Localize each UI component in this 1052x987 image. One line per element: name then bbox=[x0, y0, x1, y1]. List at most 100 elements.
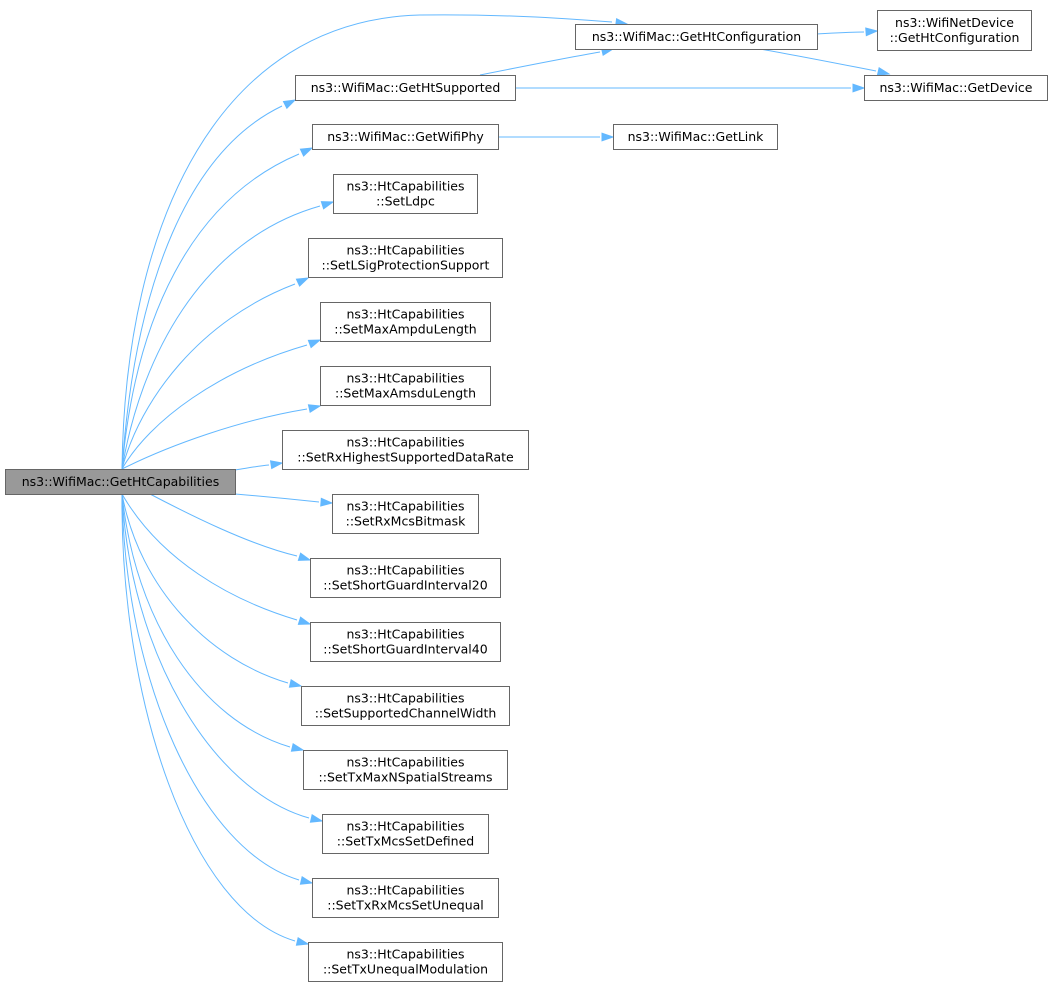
node-setLSigProtectionSupport[interactable]: ns3::HtCapabilities::SetLSigProtectionSu… bbox=[308, 238, 503, 278]
edge-line bbox=[234, 493, 320, 503]
node-label: ::SetTxMcsSetDefined bbox=[337, 834, 474, 849]
edges-layer bbox=[121, 14, 891, 946]
edge-line bbox=[759, 48, 877, 72]
edge-root-to-setMaxAmsduLength bbox=[121, 404, 322, 470]
edge-root-to-setShortGuardInterval40 bbox=[121, 493, 312, 625]
node-label: ::SetShortGuardInterval20 bbox=[323, 578, 487, 593]
node-setTxRxMcsSetUnequal[interactable]: ns3::HtCapabilities::SetTxRxMcsSetUnequa… bbox=[312, 878, 499, 918]
node-box bbox=[320, 302, 491, 342]
edge-line bbox=[121, 205, 321, 470]
arrowhead-icon bbox=[876, 67, 891, 76]
arrowhead-icon bbox=[295, 937, 310, 946]
arrowhead-icon bbox=[299, 147, 314, 157]
edge-line bbox=[121, 493, 300, 881]
node-label: ns3::HtCapabilities bbox=[346, 755, 464, 770]
node-label: ns3::HtCapabilities bbox=[346, 883, 464, 898]
edge-root-to-setRxMcsBitmask bbox=[234, 493, 334, 507]
edge-line bbox=[121, 493, 291, 748]
arrowhead-icon bbox=[309, 814, 324, 823]
edge-line bbox=[234, 464, 270, 471]
node-label: ns3::HtCapabilities bbox=[346, 627, 464, 642]
arrowhead-icon bbox=[307, 339, 322, 349]
node-box bbox=[312, 878, 499, 918]
node-label: ::SetMaxAmsduLength bbox=[335, 386, 476, 401]
arrowhead-icon bbox=[299, 876, 314, 885]
node-label: ::SetSupportedChannelWidth bbox=[315, 706, 497, 721]
node-box bbox=[310, 622, 501, 662]
node-label: ns3::HtCapabilities bbox=[346, 819, 464, 834]
node-box bbox=[295, 75, 516, 101]
arrowhead-icon bbox=[307, 404, 322, 413]
node-label: ns3::HtCapabilities bbox=[346, 499, 464, 514]
node-setMaxAmpduLength[interactable]: ns3::HtCapabilities::SetMaxAmpduLength bbox=[320, 302, 491, 342]
edge-line bbox=[121, 493, 310, 819]
node-root[interactable]: ns3::WifiMac::GetHtCapabilities bbox=[5, 469, 236, 495]
node-label: ::SetShortGuardInterval40 bbox=[323, 642, 487, 657]
node-box bbox=[308, 942, 503, 982]
edge-line bbox=[121, 344, 308, 470]
edge-line bbox=[121, 408, 308, 470]
node-label: ns3::HtCapabilities bbox=[346, 371, 464, 386]
node-setLdpc[interactable]: ns3::HtCapabilities::SetLdpc bbox=[333, 174, 478, 214]
node-setTxMaxNSpatialStreams[interactable]: ns3::HtCapabilities::SetTxMaxNSpatialStr… bbox=[303, 750, 508, 790]
node-label: ns3::WifiMac::GetHtSupported bbox=[311, 80, 501, 95]
node-label: ns3::HtCapabilities bbox=[346, 243, 464, 258]
node-setTxUnequalModulation[interactable]: ns3::HtCapabilities::SetTxUnequalModulat… bbox=[308, 942, 503, 982]
node-label: ::SetRxMcsBitmask bbox=[346, 514, 467, 529]
node-setMaxAmsduLength[interactable]: ns3::HtCapabilities::SetMaxAmsduLength bbox=[320, 366, 491, 406]
edge-root-to-setSupportedChannelWidth bbox=[121, 493, 303, 688]
node-label: ::SetLdpc bbox=[376, 194, 435, 209]
node-getLink[interactable]: ns3::WifiMac::GetLink bbox=[613, 124, 778, 150]
edge-line bbox=[121, 493, 296, 942]
arrowhead-icon bbox=[297, 616, 312, 625]
edge-root-to-getHtSupported bbox=[121, 99, 297, 470]
node-label: ns3::HtCapabilities bbox=[346, 307, 464, 322]
node-label: ns3::WifiNetDevice bbox=[895, 15, 1014, 30]
node-setShortGuardInterval20[interactable]: ns3::HtCapabilities::SetShortGuardInterv… bbox=[310, 558, 501, 598]
node-setRxHighestSupportedDataRate[interactable]: ns3::HtCapabilities::SetRxHighestSupport… bbox=[282, 430, 529, 470]
edge-root-to-getWifiPhy bbox=[121, 147, 314, 470]
edge-root-to-setRxHighestSupportedDataRate bbox=[234, 460, 284, 471]
edge-root-to-setLSigProtectionSupport bbox=[121, 277, 310, 470]
node-box bbox=[322, 814, 489, 854]
nodes-layer: ns3::WifiMac::GetHtCapabilities ns3::Wifi… bbox=[5, 10, 1048, 982]
node-label: ns3::WifiMac::GetHtConfiguration bbox=[592, 29, 801, 44]
node-setRxMcsBitmask[interactable]: ns3::HtCapabilities::SetRxMcsBitmask bbox=[332, 494, 479, 534]
edge-root-to-setLdpc bbox=[121, 201, 335, 470]
node-label: ns3::WifiMac::GetDevice bbox=[879, 80, 1032, 95]
node-box bbox=[303, 750, 508, 790]
edge-root-to-setTxRxMcsSetUnequal bbox=[121, 493, 314, 885]
node-getHtConfiguration[interactable]: ns3::WifiMac::GetHtConfiguration bbox=[575, 24, 818, 50]
node-setSupportedChannelWidth[interactable]: ns3::HtCapabilities::SetSupportedChannel… bbox=[301, 686, 510, 726]
node-box bbox=[310, 558, 501, 598]
edge-root-to-setTxUnequalModulation bbox=[121, 493, 310, 946]
node-box bbox=[877, 10, 1032, 51]
edge-root-to-setTxMcsSetDefined bbox=[121, 493, 324, 823]
node-netDeviceGetHtConfiguration[interactable]: ns3::WifiNetDevice::GetHtConfiguration bbox=[877, 10, 1032, 51]
node-getHtSupported[interactable]: ns3::WifiMac::GetHtSupported bbox=[295, 75, 516, 101]
node-setTxMcsSetDefined[interactable]: ns3::HtCapabilities::SetTxMcsSetDefined bbox=[322, 814, 489, 854]
node-label: ::SetLSigProtectionSupport bbox=[322, 258, 490, 273]
node-getWifiPhy[interactable]: ns3::WifiMac::GetWifiPhy bbox=[312, 124, 499, 150]
edge-line bbox=[816, 31, 865, 35]
node-box bbox=[332, 494, 479, 534]
edge-line bbox=[121, 493, 289, 684]
arrowhead-icon bbox=[290, 743, 305, 752]
edge-line bbox=[121, 153, 300, 470]
arrowhead-icon bbox=[852, 83, 866, 93]
node-getDevice[interactable]: ns3::WifiMac::GetDevice bbox=[864, 75, 1048, 101]
node-label: ::GetHtConfiguration bbox=[890, 30, 1020, 45]
node-box bbox=[282, 430, 529, 470]
node-setShortGuardInterval40[interactable]: ns3::HtCapabilities::SetShortGuardInterv… bbox=[310, 622, 501, 662]
arrowhead-icon bbox=[295, 277, 310, 287]
node-label: ns3::WifiMac::GetHtCapabilities bbox=[22, 474, 219, 489]
arrowhead-icon bbox=[297, 552, 312, 561]
edge-root-to-setMaxAmpduLength bbox=[121, 339, 322, 470]
edge-getHtSupported-to-getHtConfiguration bbox=[479, 47, 615, 76]
node-box bbox=[308, 238, 503, 278]
node-box bbox=[333, 174, 478, 214]
edge-line bbox=[121, 283, 296, 470]
node-label: ::SetMaxAmpduLength bbox=[334, 322, 476, 337]
node-box bbox=[301, 686, 510, 726]
